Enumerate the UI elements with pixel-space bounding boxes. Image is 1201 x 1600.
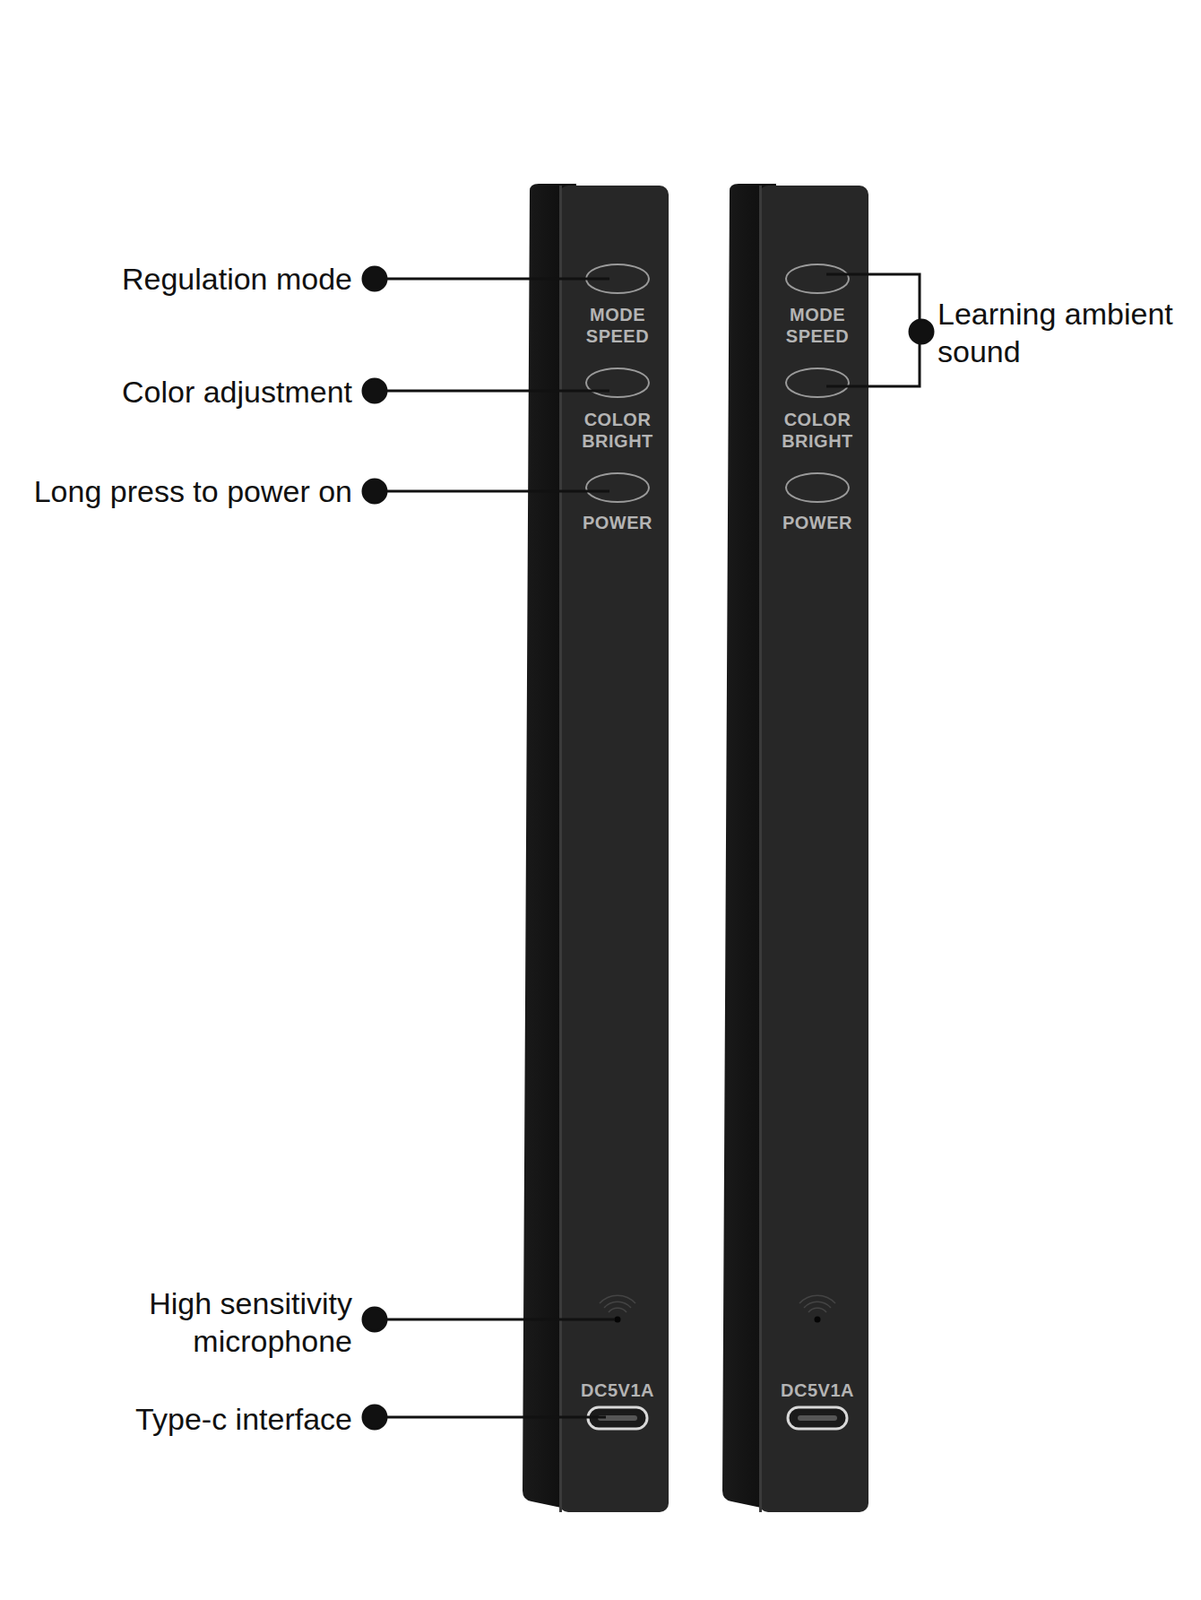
button-label: COLOR BRIGHT — [781, 408, 854, 452]
callout-label: High sensitivity microphone — [110, 1284, 353, 1361]
button-label: POWER — [782, 511, 853, 534]
light-bar-left — [522, 183, 669, 1513]
button-label: MODE SPEED — [586, 303, 649, 347]
callout-label: Regulation mode — [121, 259, 353, 299]
button-label: DC5V1A — [780, 1379, 855, 1401]
callout-label: Type-c interface — [135, 1399, 353, 1439]
button-label: COLOR BRIGHT — [581, 408, 654, 452]
callout-label: Color adjustment — [121, 372, 353, 412]
callout-label: Learning ambient sound — [937, 294, 1189, 372]
button-label: POWER — [582, 511, 653, 534]
callout-label: Long press to power on — [34, 472, 353, 511]
leader-lines — [362, 267, 615, 1429]
light-bar-right — [722, 183, 869, 1513]
button-label: MODE SPEED — [786, 303, 849, 347]
button-label: DC5V1A — [580, 1379, 655, 1401]
